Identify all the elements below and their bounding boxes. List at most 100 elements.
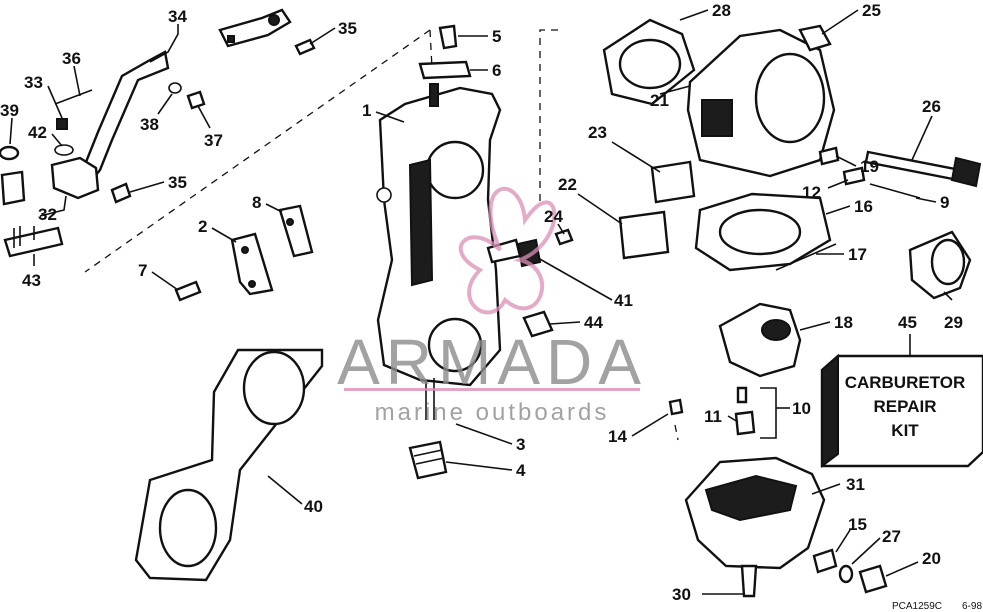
leader-4	[445, 461, 513, 471]
part-23-plate	[650, 160, 696, 204]
part-35-screw-lower	[110, 182, 132, 204]
part-36-lever-arm	[80, 50, 170, 182]
part-15-jet	[812, 548, 838, 574]
leader-38	[157, 93, 173, 115]
drawing-reference-code: PCA1259C	[892, 601, 942, 612]
part-4-coils	[413, 449, 445, 465]
callout-33: 33	[24, 73, 43, 92]
leader-12	[827, 179, 849, 189]
drawing-reference-date: 6-98	[962, 601, 982, 612]
callout-32: 32	[38, 205, 57, 224]
callout-29: 29	[944, 313, 963, 332]
part-24-screw	[554, 228, 574, 246]
leader-28	[679, 9, 709, 21]
part-3-shaft	[425, 378, 435, 420]
float-top	[761, 319, 791, 341]
part-44-nut	[522, 310, 554, 338]
leader-21	[659, 85, 691, 95]
part-32-sleeve	[0, 170, 26, 206]
part-10-bracket-line	[760, 387, 777, 439]
part-10-needle	[736, 386, 748, 404]
part-22-plate	[618, 210, 670, 260]
leader-lines	[9, 9, 953, 595]
leader-9	[915, 197, 937, 203]
kit-label-line2: REPAIR	[874, 397, 937, 416]
guide-line-bowl	[674, 424, 679, 441]
leader-25	[821, 9, 859, 35]
callout-20: 20	[922, 549, 941, 568]
leader-34	[149, 24, 179, 63]
leader-42	[51, 133, 63, 147]
bowl-cavity	[704, 474, 798, 522]
callout-11: 11	[704, 407, 722, 426]
leader-23	[611, 141, 661, 173]
part-39-washer	[0, 145, 20, 161]
watermark-logo-petals	[458, 186, 557, 315]
part-7-screw	[174, 280, 202, 302]
callout-40: 40	[304, 497, 323, 516]
kit-box-side	[821, 353, 839, 468]
callout-numbers: 34 35 36 33 39 42 38 37 35 32 43 7 2 8 1…	[0, 1, 963, 604]
callout-18: 18	[834, 313, 853, 332]
throttle-linkage-group	[0, 8, 316, 258]
part-1-carburetor-body	[376, 83, 502, 420]
guide-line-left	[84, 29, 431, 273]
leader-35b	[129, 181, 165, 193]
repair-kit-box: CARBURETOR REPAIR KIT	[820, 353, 983, 468]
part-2-hole	[241, 246, 249, 254]
intake-group	[602, 18, 982, 300]
part-28-gasket-hole	[618, 38, 682, 90]
callout-7: 7	[138, 261, 147, 280]
part-42-link	[54, 144, 74, 156]
watermark-subtitle: marine outboards	[375, 399, 610, 426]
leader-14	[631, 413, 669, 437]
part-34-hub	[268, 14, 280, 26]
callout-23: 23	[588, 123, 607, 142]
part-27-washer	[838, 564, 854, 584]
part-9-screw	[869, 183, 921, 199]
float-outline	[718, 302, 802, 378]
carb-body-shadow	[408, 158, 434, 287]
callout-27: 27	[882, 527, 901, 546]
leader-44	[549, 321, 581, 325]
leader-39	[9, 117, 13, 145]
callout-17: 17	[848, 245, 867, 264]
callout-26: 26	[922, 97, 941, 116]
leader-22	[577, 193, 623, 225]
guide-line-top	[429, 29, 433, 69]
callout-5: 5	[492, 27, 501, 46]
part-2-hole-2	[248, 280, 256, 288]
callout-22: 22	[558, 175, 577, 194]
armada-watermark: ARMADA marine outboards	[337, 186, 641, 426]
callout-44: 44	[584, 313, 603, 332]
leader-36	[73, 65, 81, 97]
callout-24: 24	[544, 207, 563, 226]
callout-42: 42	[28, 123, 47, 142]
callout-45: 45	[898, 313, 917, 332]
leader-29	[943, 291, 953, 301]
part-20-plug	[858, 564, 888, 594]
part-19-jet	[818, 146, 840, 166]
callout-16: 16	[854, 197, 873, 216]
leader-1	[375, 111, 405, 123]
part-14-screw	[668, 398, 684, 416]
part-17-pin	[775, 243, 837, 271]
callout-15: 15	[848, 515, 867, 534]
part-12-jet	[842, 166, 866, 186]
assembly-guide-lines	[84, 29, 679, 441]
carb-bore-lower	[427, 317, 483, 373]
callout-10: 10	[792, 399, 811, 418]
part-35-screw-top	[294, 38, 316, 56]
part-38-washer	[168, 82, 182, 94]
leader-33	[47, 85, 63, 119]
part-5-screw	[438, 24, 458, 50]
part-16-gasket-hole	[718, 208, 802, 256]
part-33-rod	[54, 89, 93, 105]
callout-28: 28	[712, 1, 731, 20]
leader-7	[151, 271, 179, 291]
leader-40	[267, 475, 303, 505]
callout-37: 37	[204, 131, 223, 150]
part-4-spring	[408, 440, 448, 480]
part-21-window	[701, 99, 733, 137]
